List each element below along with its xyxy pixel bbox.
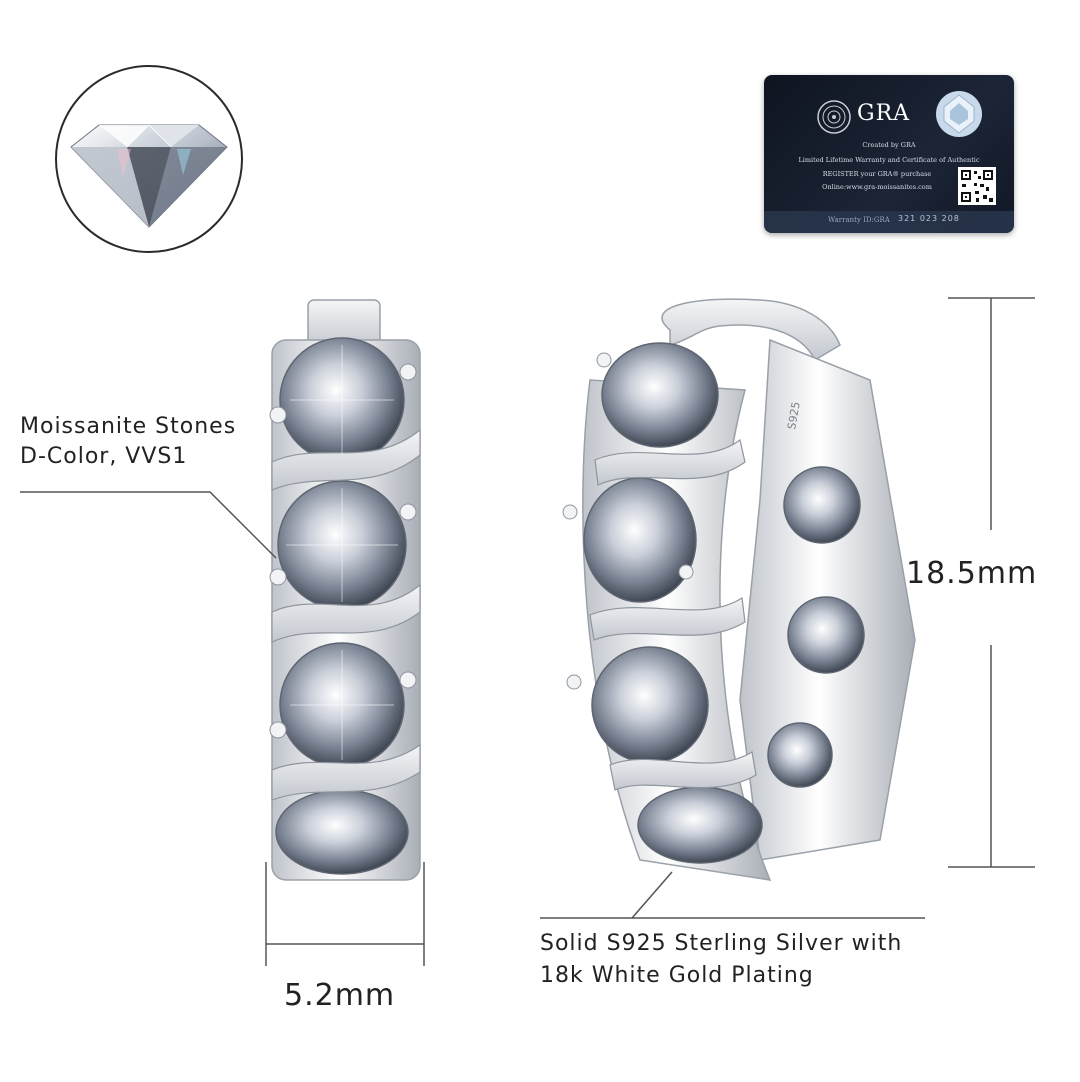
- stones-label-line2: D-Color, VVS1: [20, 444, 188, 469]
- seal-icon: [817, 100, 851, 134]
- callout-lines: [20, 491, 925, 919]
- gem-icon: [70, 124, 228, 228]
- warranty-text: Limited Lifetime Warranty and Certificat…: [798, 156, 980, 164]
- earring-side-view: S925: [562, 298, 916, 881]
- stones-callout-line: [20, 491, 277, 559]
- certificate-card: GRA Created by GRA Limited Lifetime Warr…: [764, 75, 1014, 233]
- certificate-brand: GRA: [857, 101, 911, 126]
- metal-label-line2: 18k White Gold Plating: [540, 963, 814, 988]
- certificate-gem-icon: [936, 91, 982, 137]
- warranty-bar: [764, 211, 1014, 233]
- width-dimension-label: 5.2mm: [284, 978, 396, 1013]
- metal-annotation: Solid S925 Sterling Silver with 18k Whit…: [540, 928, 902, 992]
- created-by-text: Created by GRA: [862, 141, 916, 149]
- warranty-id-number: 321 023 208: [898, 214, 960, 223]
- height-dimension-label: 18.5mm: [906, 556, 1038, 591]
- height-dimension-line: [948, 297, 1035, 868]
- width-dimension-line: [265, 862, 425, 966]
- online-text: Online:www.gra-moissanites.com: [822, 183, 932, 191]
- warranty-id-label: Warranty ID:GRA: [828, 216, 890, 224]
- hallmark-stamp: S925: [785, 401, 803, 431]
- gem-thumbnail: [55, 65, 243, 253]
- stones-label-line1: Moissanite Stones: [20, 414, 237, 439]
- metal-callout-line: [540, 871, 673, 919]
- stones-annotation: Moissanite Stones D-Color, VVS1: [20, 412, 236, 472]
- register-text: REGISTER your GRA® purchase: [822, 170, 932, 178]
- metal-label-line1: Solid S925 Sterling Silver with: [540, 931, 903, 956]
- qr-code-icon: [958, 167, 996, 205]
- earring-front-view: [269, 299, 421, 881]
